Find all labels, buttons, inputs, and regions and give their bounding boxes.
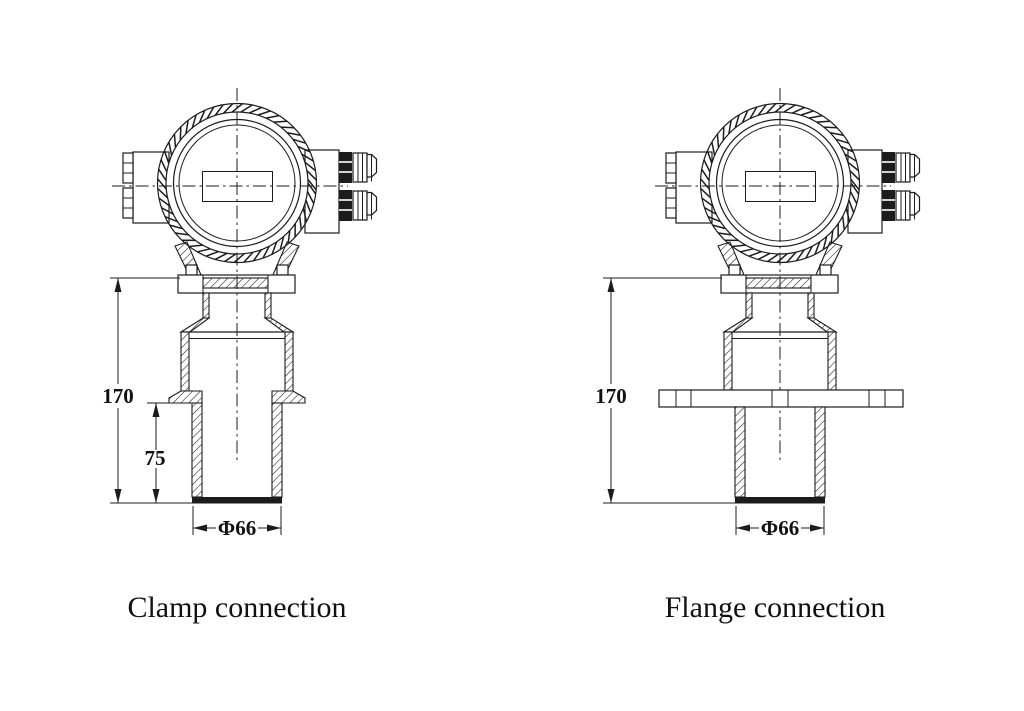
- flange-caption: Flange connection: [665, 591, 886, 624]
- probe-tube: [191, 402, 283, 504]
- flange-device: 170 Φ66 Flange connection: [595, 87, 921, 624]
- dimension-probe-length: 75: [145, 402, 171, 503]
- dimension-diameter: Φ66: [192, 506, 282, 540]
- clamp-caption: Clamp connection: [127, 591, 346, 624]
- flange-plate: [658, 389, 904, 408]
- dimension-height: 170: [102, 277, 192, 504]
- dim-label-height: 170: [595, 384, 627, 408]
- dim-label-height: 170: [102, 384, 134, 408]
- dim-label-diameter: Φ66: [761, 516, 799, 540]
- dimension-height: 170: [595, 277, 735, 504]
- dimension-diameter: Φ66: [735, 506, 825, 540]
- clamp-ferrule: [168, 390, 306, 404]
- dim-label-diameter: Φ66: [218, 516, 256, 540]
- clamp-device: 170 75 Φ66 Clamp connection: [102, 87, 378, 624]
- probe-tube: [734, 406, 826, 504]
- device-head-neck: [111, 87, 378, 464]
- dim-label-probe-length: 75: [145, 446, 166, 470]
